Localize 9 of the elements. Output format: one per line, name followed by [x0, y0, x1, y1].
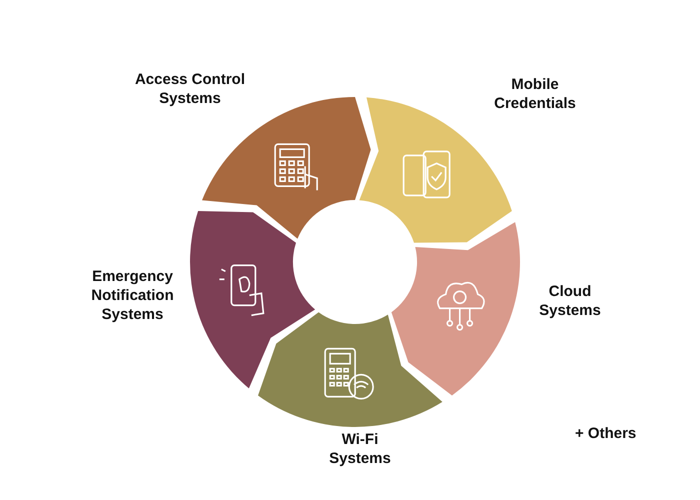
segment-label: Wi-Fi Systems [328, 430, 392, 468]
segment-label: Cloud Systems [538, 282, 602, 320]
note-text: + Others [575, 424, 636, 443]
ring-segment [258, 312, 442, 427]
ring-segment [391, 222, 520, 396]
segment-label: Mobile Credentials [493, 75, 577, 113]
segment-label: Access Control Systems [134, 70, 246, 108]
segment-label: Emergency Notification Systems [90, 267, 175, 324]
ring-segment [190, 211, 316, 388]
